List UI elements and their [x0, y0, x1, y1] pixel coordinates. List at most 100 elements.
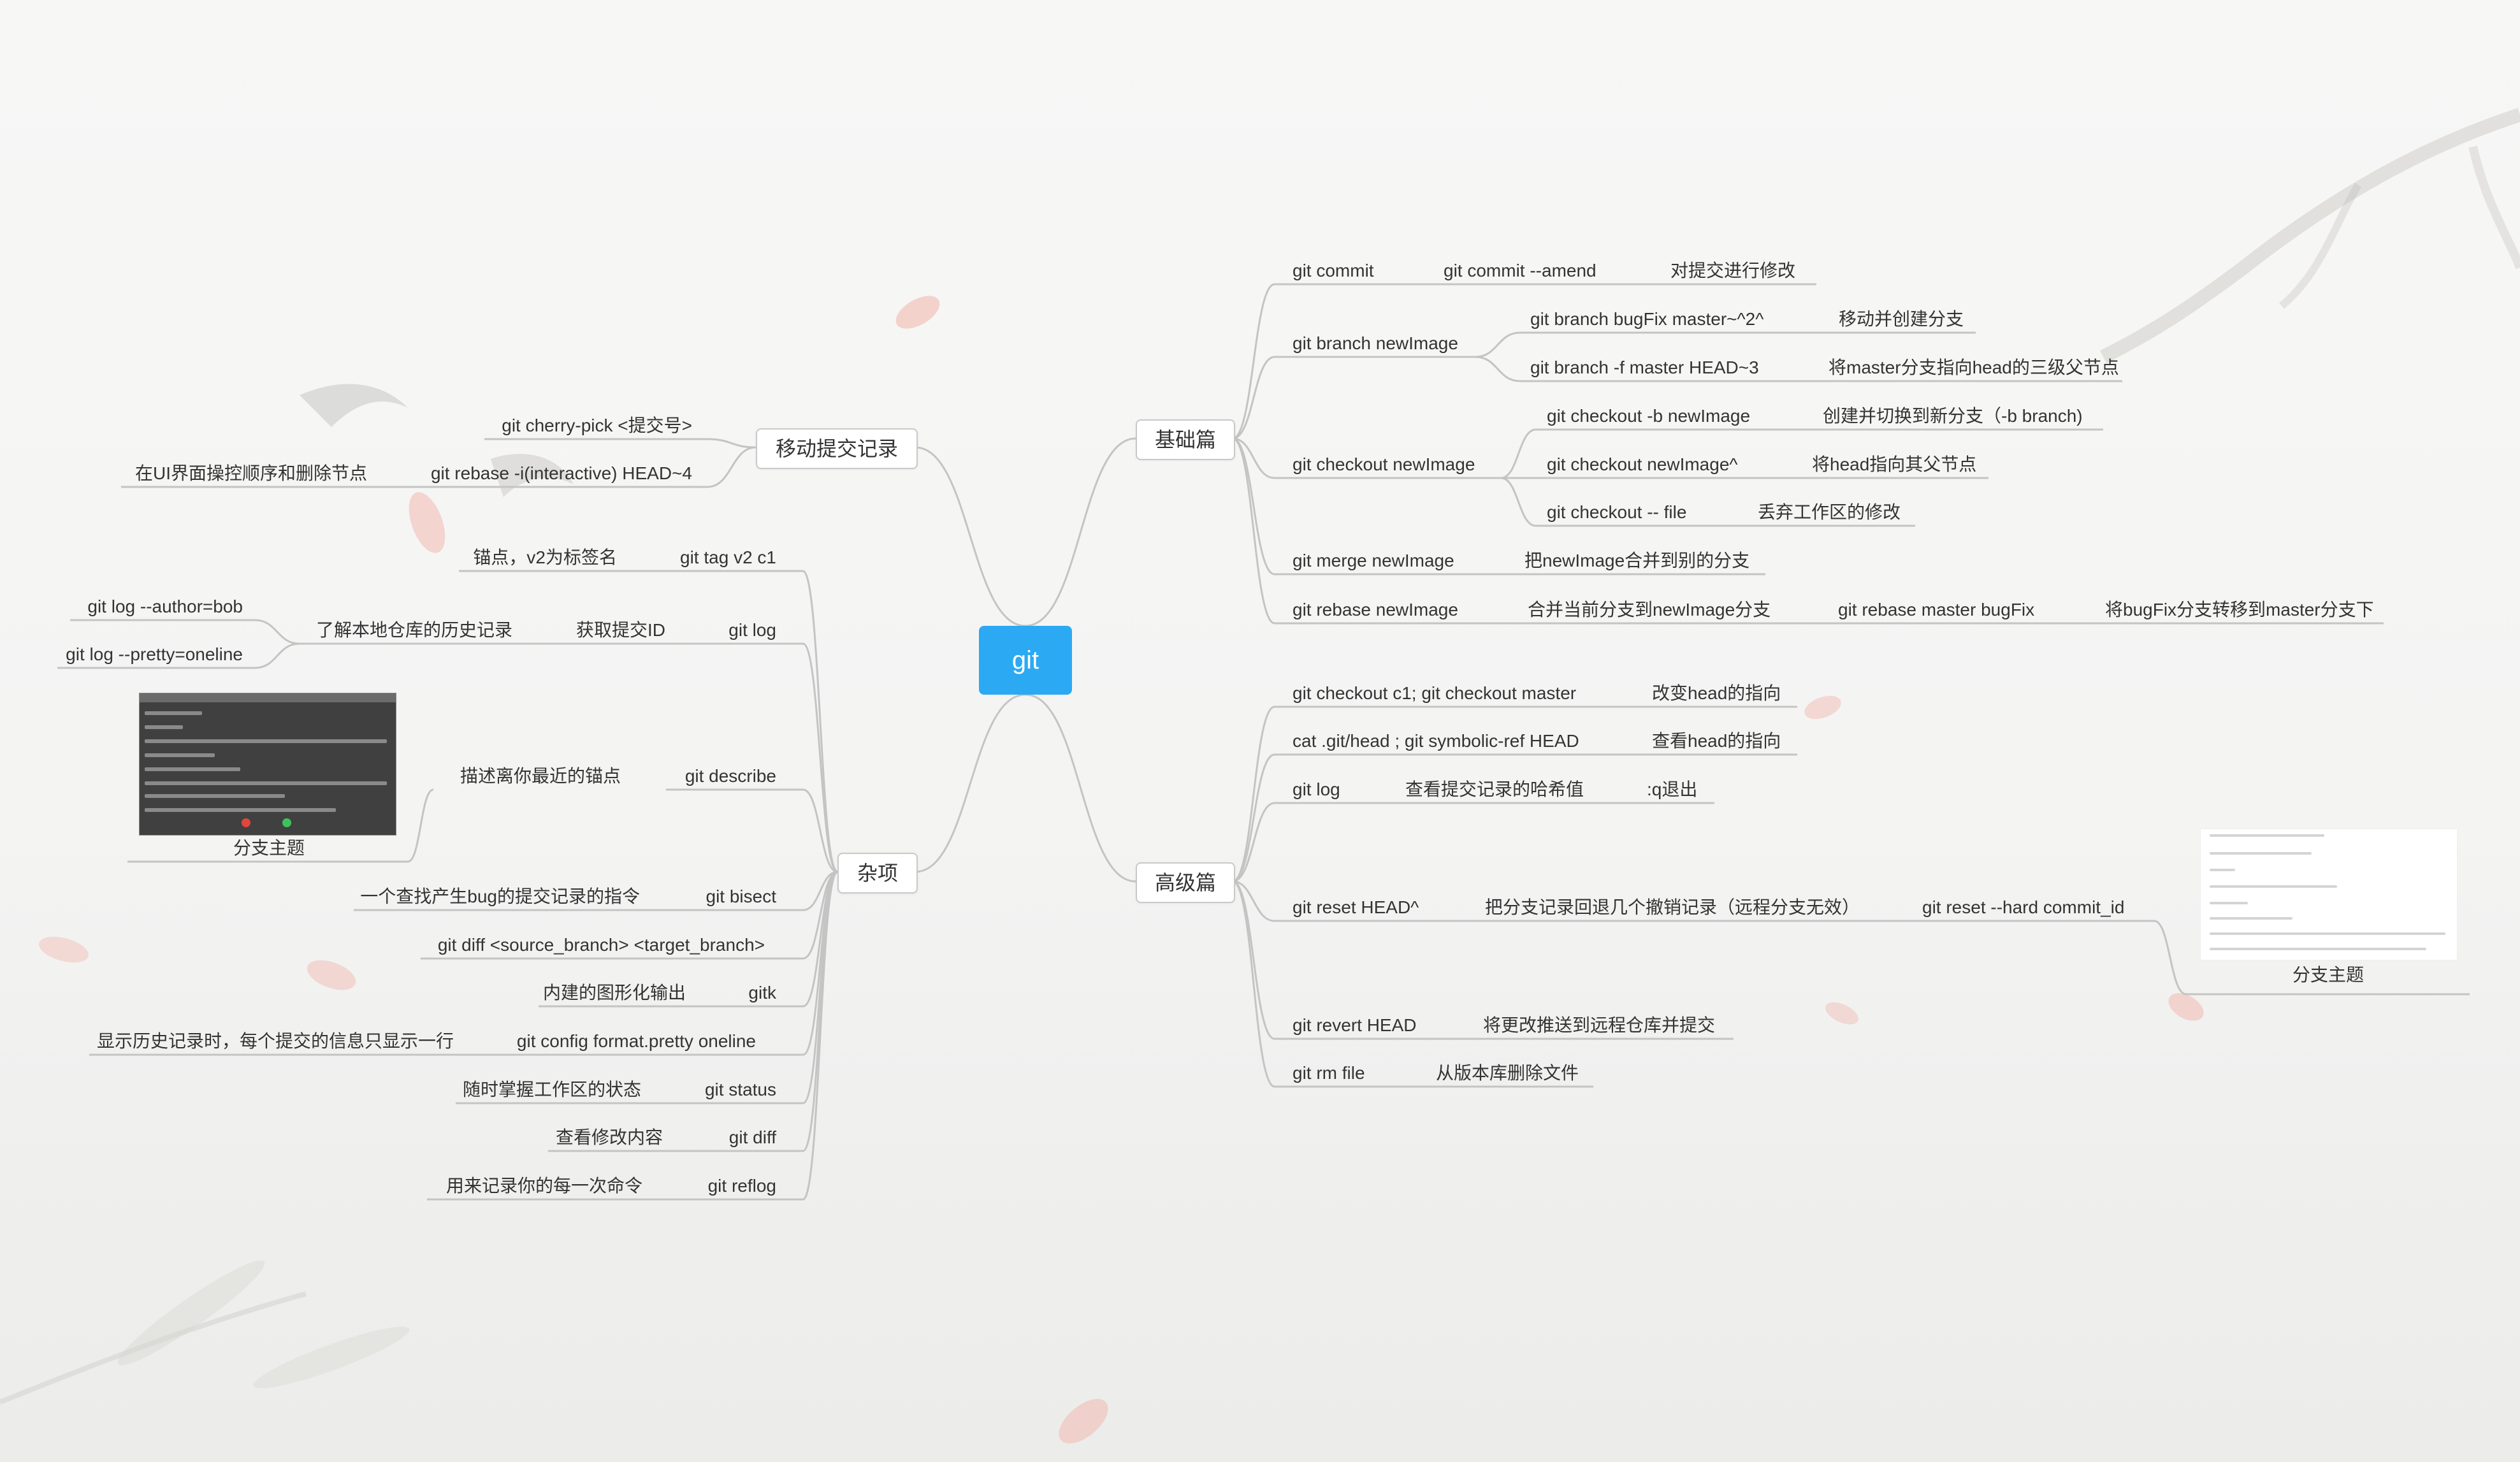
edge-moving-cherry: [707, 438, 757, 449]
node-desc-rebase-interactive[interactable]: 在UI界面操控顺序和删除节点: [134, 463, 367, 483]
node-desc-describe[interactable]: 描述离你最近的锚点: [460, 766, 621, 786]
edge-misc-1: [802, 642, 838, 873]
edge-moving-rebase: [707, 446, 757, 488]
edge-describe-image: [407, 788, 434, 863]
node-quit-hint[interactable]: :q退出: [1647, 779, 1698, 799]
edge-misc-3: [802, 871, 838, 911]
branch-node-misc[interactable]: 杂项: [837, 853, 918, 894]
node-git-merge[interactable]: git merge newImage: [1293, 551, 1454, 570]
edge-adv-5: [1232, 880, 1275, 1088]
node-git-rebase-master[interactable]: git rebase master bugFix: [1838, 600, 2035, 619]
branch-node-basics[interactable]: 基础篇: [1136, 419, 1235, 460]
node-git-tag[interactable]: git tag v2 c1: [680, 547, 776, 567]
edge-checkout-c1: [1500, 428, 1537, 479]
node-desc-reflog[interactable]: 用来记录你的每一次命令: [445, 1176, 642, 1196]
node-adv-git-log[interactable]: git log: [1293, 779, 1340, 799]
branch-node-moving-commits[interactable]: 移动提交记录: [756, 428, 918, 469]
edge-adv-4: [1232, 880, 1275, 1040]
node-desc-amend[interactable]: 对提交进行修改: [1670, 261, 1796, 280]
node-git-config-pretty[interactable]: git config format.pretty oneline: [516, 1031, 756, 1051]
node-git-rm[interactable]: git rm file: [1293, 1063, 1365, 1083]
edge-adv-2: [1232, 802, 1275, 883]
node-git-commit-amend[interactable]: git commit --amend: [1444, 261, 1597, 280]
node-desc-rm[interactable]: 从版本库删除文件: [1436, 1063, 1579, 1083]
edge-misc-2: [802, 788, 838, 873]
node-git-checkout-c1[interactable]: git checkout c1; git checkout master: [1293, 683, 1577, 703]
node-git-status[interactable]: git status: [704, 1080, 776, 1099]
node-git-describe[interactable]: git describe: [684, 766, 776, 786]
node-local-history[interactable]: 了解本地仓库的历史记录: [315, 620, 512, 640]
edge-adv-3: [1232, 880, 1275, 922]
node-misc-git-log[interactable]: git log: [728, 620, 776, 640]
node-rebase-interactive[interactable]: git rebase -i(interactive) HEAD~4: [430, 463, 692, 483]
node-desc-checkout-b[interactable]: 创建并切换到新分支（-b branch): [1823, 406, 2083, 426]
edge-basics-4: [1232, 437, 1275, 625]
node-desc-symbolic-ref[interactable]: 查看head的指向: [1652, 731, 1781, 751]
edge-adv-1: [1232, 753, 1275, 883]
root-node[interactable]: git: [979, 626, 1072, 695]
node-git-branch-bugfix[interactable]: git branch bugFix master~^2^: [1530, 309, 1764, 329]
edge-root-moving: [915, 446, 1026, 627]
node-git-checkout-b[interactable]: git checkout -b newImage: [1547, 406, 1751, 426]
node-desc-bugfix[interactable]: 移动并创建分支: [1839, 309, 1964, 329]
node-git-reflog[interactable]: git reflog: [707, 1176, 776, 1196]
node-git-checkout-caret[interactable]: git checkout newImage^: [1547, 454, 1738, 474]
node-symbolic-ref[interactable]: cat .git/head ; git symbolic-ref HEAD: [1293, 731, 1579, 751]
node-git-checkout-file[interactable]: git checkout -- file: [1547, 502, 1687, 522]
node-git-revert[interactable]: git revert HEAD: [1293, 1015, 1417, 1035]
node-git-branch[interactable]: git branch newImage: [1293, 333, 1458, 353]
node-desc-revert[interactable]: 将更改推送到远程仓库并提交: [1483, 1015, 1716, 1035]
node-cherry-pick[interactable]: git cherry-pick <提交号>: [502, 416, 692, 435]
node-git-bisect[interactable]: git bisect: [706, 887, 777, 906]
node-desc-checkout-c1[interactable]: 改变head的指向: [1652, 683, 1781, 703]
node-reset-image-caption[interactable]: 分支主题: [2292, 965, 2364, 985]
branch-node-advanced[interactable]: 高级篇: [1136, 862, 1235, 903]
edge-branch-c1: [1475, 331, 1521, 358]
edge-basics-1: [1232, 356, 1275, 440]
node-git-branch-force[interactable]: git branch -f master HEAD~3: [1530, 358, 1759, 377]
node-desc-rebase[interactable]: 合并当前分支到newImage分支: [1528, 600, 1771, 619]
node-log-author[interactable]: git log --author=bob: [87, 597, 243, 616]
node-git-diff[interactable]: git diff: [728, 1127, 776, 1147]
node-log-pretty[interactable]: git log --pretty=oneline: [66, 644, 243, 664]
edge-misc-9: [802, 871, 839, 1201]
edge-basics-0: [1232, 283, 1275, 440]
edge-checkout-c3: [1500, 477, 1537, 527]
node-gitk[interactable]: gitk: [748, 983, 776, 1002]
node-git-diff-branches[interactable]: git diff <source_branch> <target_branch>: [437, 935, 765, 955]
node-desc-branch-force[interactable]: 将master分支指向head的三级父节点: [1828, 358, 2119, 377]
edge-log-author: [254, 619, 300, 645]
node-git-reset-hard[interactable]: git reset --hard commit_id: [1922, 897, 2125, 917]
edge-root-advanced: [1025, 693, 1136, 883]
node-desc-commit-id[interactable]: 获取提交ID: [576, 620, 665, 640]
edge-reset-image: [2154, 920, 2187, 995]
edge-branch-c2: [1475, 356, 1521, 382]
node-git-checkout[interactable]: git checkout newImage: [1293, 454, 1475, 474]
node-git-rebase[interactable]: git rebase newImage: [1293, 600, 1458, 619]
reset-note-image[interactable]: [2200, 829, 2458, 960]
node-git-reset[interactable]: git reset HEAD^: [1293, 897, 1419, 917]
node-desc-merge[interactable]: 把newImage合并到别的分支: [1524, 551, 1750, 570]
describe-screenshot-image[interactable]: [139, 693, 396, 836]
node-desc-bisect[interactable]: 一个查找产生bug的提交记录的指令: [360, 887, 640, 906]
node-desc-gitk[interactable]: 内建的图形化输出: [542, 983, 686, 1002]
edge-basics-2: [1232, 437, 1275, 479]
edge-root-misc: [915, 693, 1026, 873]
node-desc-reset[interactable]: 把分支记录回退几个撤销记录（远程分支无效）: [1485, 897, 1860, 917]
edge-log-pretty: [254, 642, 300, 669]
node-desc-checkout-caret[interactable]: 将head指向其父节点: [1812, 454, 1977, 474]
node-desc-diff[interactable]: 查看修改内容: [555, 1127, 663, 1147]
edge-root-basics: [1025, 437, 1136, 627]
node-desc-checkout-file[interactable]: 丢弃工作区的修改: [1758, 502, 1901, 522]
node-describe-image-caption[interactable]: 分支主题: [233, 838, 305, 858]
edge-misc-7: [802, 871, 838, 1104]
edge-adv-0: [1232, 706, 1275, 883]
node-desc-tag[interactable]: 锚点，v2为标签名: [473, 547, 617, 567]
node-desc-config-pretty[interactable]: 显示历史记录时，每个提交的信息只显示一行: [96, 1031, 454, 1051]
node-desc-adv-log[interactable]: 查看提交记录的哈希值: [1405, 779, 1584, 799]
node-git-commit[interactable]: git commit: [1293, 261, 1374, 280]
node-desc-rebase-master[interactable]: 将bugFix分支转移到master分支下: [2105, 600, 2374, 619]
node-desc-status[interactable]: 随时掌握工作区的状态: [462, 1080, 641, 1099]
